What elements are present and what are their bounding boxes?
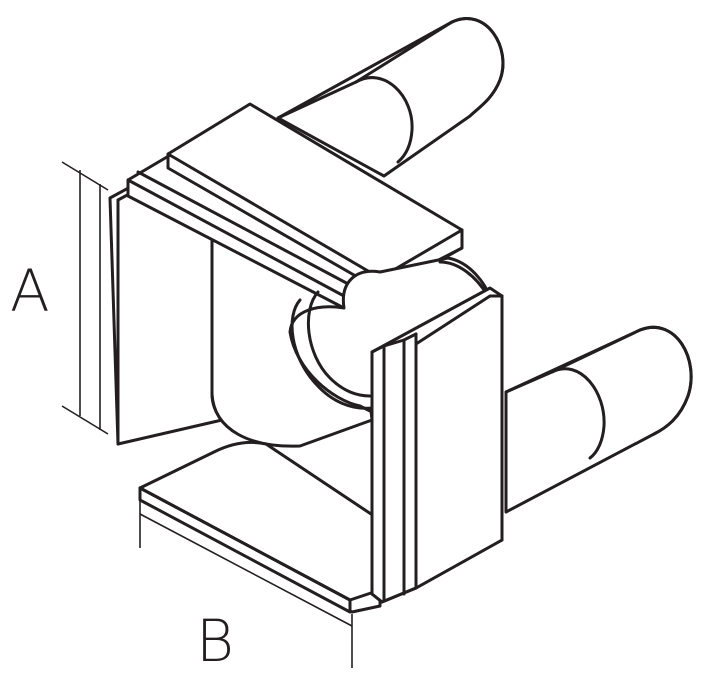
dimension-b (139, 500, 353, 668)
base-plate (138, 440, 382, 614)
dimension-label-b: B (196, 607, 234, 675)
dimension-a (61, 161, 109, 435)
dimension-label-a: A (10, 257, 50, 325)
lower-cylinder (504, 326, 693, 514)
upper-cylinder (276, 17, 505, 178)
right-jaw-plate (370, 286, 504, 604)
